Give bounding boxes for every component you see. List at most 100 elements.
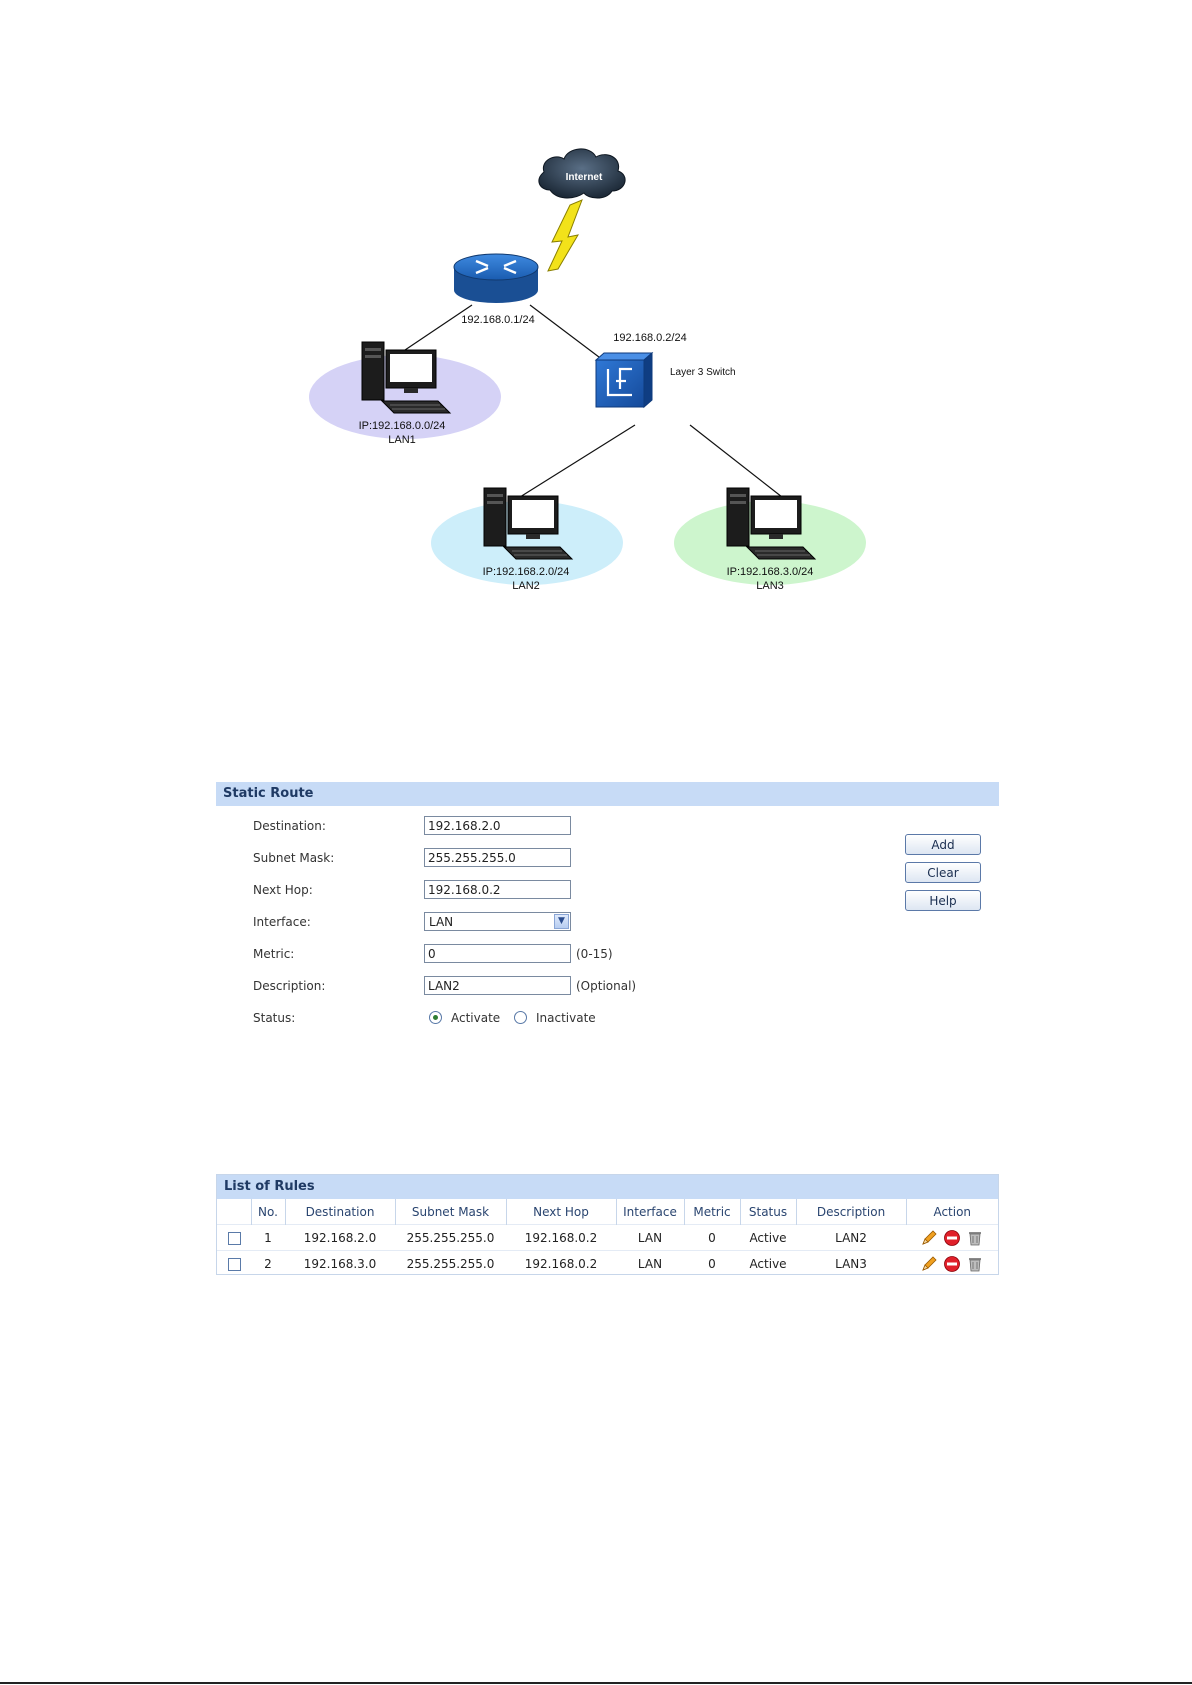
lan3-name-label: LAN3 <box>756 580 784 592</box>
network-topology-diagram: Internet 192.168.0.1/24 192.168.0.2/24 L… <box>309 148 866 592</box>
help-button[interactable]: Help <box>905 890 981 911</box>
row-metric: 0 <box>684 1250 740 1276</box>
table-row: 2 192.168.3.0 255.255.255.0 192.168.0.2 … <box>217 1250 998 1276</box>
next-hop-row: Next Hop: <box>253 880 853 902</box>
row-description: LAN2 <box>796 1224 906 1251</box>
internet-cloud-icon <box>538 148 626 199</box>
lan1-ip-label: IP:192.168.0.0/24 <box>359 420 446 432</box>
description-row: Description: (Optional) <box>253 976 853 998</box>
col-header-destination: Destination <box>285 1199 396 1225</box>
row-interface: LAN <box>616 1250 684 1276</box>
destination-label: Destination: <box>253 819 326 833</box>
router-icon <box>453 253 539 303</box>
chevron-down-icon[interactable]: ▼ <box>554 914 569 929</box>
interface-row: Interface: LAN ▼ <box>253 912 853 934</box>
status-activate-radio[interactable] <box>429 1011 442 1024</box>
col-header-status: Status <box>740 1199 797 1225</box>
destination-input[interactable] <box>424 816 571 835</box>
subnet-mask-input[interactable] <box>424 848 571 867</box>
lan3-ip-label: IP:192.168.3.0/24 <box>727 566 814 578</box>
switch-ip-label: 192.168.0.2/24 <box>613 332 686 344</box>
status-row: Status: Activate Inactivate <box>253 1008 853 1030</box>
row-metric: 0 <box>684 1224 740 1251</box>
lan2-name-label: LAN2 <box>512 580 540 592</box>
lan1-area <box>309 355 501 439</box>
row-actions <box>906 1224 998 1251</box>
trash-icon[interactable] <box>966 1255 984 1273</box>
lan2-computer-icon <box>483 487 574 560</box>
status-activate-label[interactable]: Activate <box>451 1011 501 1025</box>
col-header-description: Description <box>796 1199 907 1225</box>
col-header-no: No. <box>251 1199 286 1225</box>
row-no: 2 <box>251 1250 285 1276</box>
static-route-header: Static Route <box>216 782 999 806</box>
clear-button[interactable]: Clear <box>905 862 981 883</box>
description-label: Description: <box>253 979 326 993</box>
lan3-group: IP:192.168.3.0/24 LAN3 <box>674 487 866 592</box>
row-checkbox[interactable] <box>227 1231 241 1245</box>
list-of-rules-header: List of Rules <box>217 1175 998 1199</box>
lan2-area <box>431 501 623 585</box>
row-destination: 192.168.2.0 <box>285 1224 395 1251</box>
metric-hint: (0-15) <box>576 947 613 961</box>
lan2-ip-label: IP:192.168.2.0/24 <box>483 566 570 578</box>
row-subnet-mask: 255.255.255.0 <box>395 1250 506 1276</box>
col-header-metric: Metric <box>684 1199 741 1225</box>
status-label: Status: <box>253 1011 296 1025</box>
rules-table-header-row: No. Destination Subnet Mask Next Hop Int… <box>217 1199 998 1225</box>
subnet-mask-label: Subnet Mask: <box>253 851 335 865</box>
lan3-computer-icon <box>726 487 817 560</box>
description-hint: (Optional) <box>576 979 637 993</box>
lan3-area <box>674 501 866 585</box>
col-header-select <box>217 1199 252 1225</box>
description-input[interactable] <box>424 976 571 995</box>
status-inactivate-label[interactable]: Inactivate <box>536 1011 596 1025</box>
edit-pencil-icon[interactable] <box>920 1229 938 1247</box>
row-checkbox[interactable] <box>227 1257 241 1271</box>
row-status: Active <box>740 1250 796 1276</box>
lightning-bolt-icon <box>547 199 583 272</box>
metric-label: Metric: <box>253 947 295 961</box>
internet-label: Internet <box>566 172 603 183</box>
col-header-subnet-mask: Subnet Mask <box>395 1199 507 1225</box>
row-next-hop: 192.168.0.2 <box>506 1224 616 1251</box>
table-row: 1 192.168.2.0 255.255.255.0 192.168.0.2 … <box>217 1224 998 1251</box>
switch-name-label: Layer 3 Switch <box>670 367 736 378</box>
row-description: LAN3 <box>796 1250 906 1276</box>
row-no: 1 <box>251 1224 285 1251</box>
col-header-next-hop: Next Hop <box>506 1199 617 1225</box>
metric-input[interactable] <box>424 944 571 963</box>
destination-row: Destination: <box>253 816 853 838</box>
rules-table: No. Destination Subnet Mask Next Hop Int… <box>217 1199 998 1276</box>
col-header-interface: Interface <box>616 1199 685 1225</box>
col-header-action: Action <box>906 1199 998 1225</box>
static-route-panel: Static Route Destination: Subnet Mask: N… <box>216 782 999 1042</box>
lan1-group: IP:192.168.0.0/24 LAN1 <box>309 341 501 446</box>
row-interface: LAN <box>616 1224 684 1251</box>
layer3-switch-icon <box>594 351 654 409</box>
metric-row: Metric: (0-15) <box>253 944 853 966</box>
row-next-hop: 192.168.0.2 <box>506 1250 616 1276</box>
edit-pencil-icon[interactable] <box>920 1255 938 1273</box>
row-destination: 192.168.3.0 <box>285 1250 395 1276</box>
lan1-computer-icon <box>361 341 452 414</box>
lan2-group: IP:192.168.2.0/24 LAN2 <box>431 487 623 592</box>
interface-select-value: LAN <box>429 915 454 929</box>
row-actions <box>906 1250 998 1276</box>
row-subnet-mask: 255.255.255.0 <box>395 1224 506 1251</box>
interface-label: Interface: <box>253 915 311 929</box>
interface-select[interactable]: LAN ▼ <box>424 912 571 931</box>
disable-icon[interactable] <box>943 1255 961 1273</box>
trash-icon[interactable] <box>966 1229 984 1247</box>
next-hop-input[interactable] <box>424 880 571 899</box>
add-button[interactable]: Add <box>905 834 981 855</box>
row-select-cell <box>217 1224 251 1251</box>
disable-icon[interactable] <box>943 1229 961 1247</box>
row-select-cell <box>217 1250 251 1276</box>
router-ip-label: 192.168.0.1/24 <box>461 314 534 326</box>
status-inactivate-radio[interactable] <box>514 1011 527 1024</box>
page-bottom-rule <box>0 1682 1192 1684</box>
lan1-name-label: LAN1 <box>388 434 416 446</box>
list-of-rules-panel: List of Rules No. Destination Subnet Mas… <box>216 1174 999 1276</box>
subnet-mask-row: Subnet Mask: <box>253 848 853 870</box>
